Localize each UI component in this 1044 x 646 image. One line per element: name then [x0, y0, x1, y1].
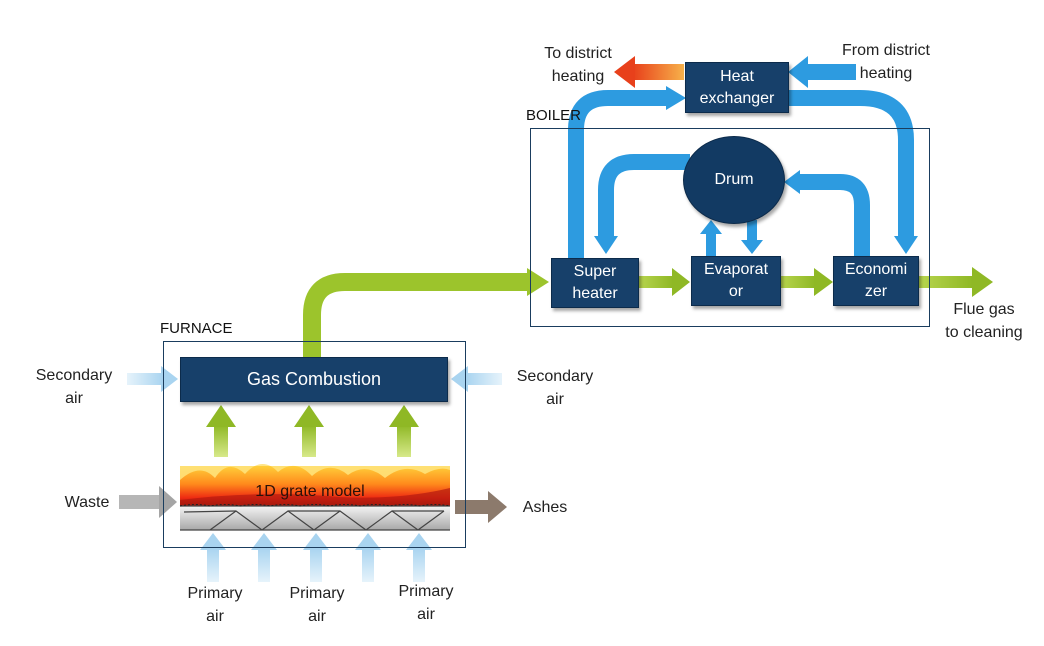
superheater-label: Super heater: [572, 263, 618, 302]
furnace-title: FURNACE: [160, 320, 233, 337]
evaporator-label: Evaporat or: [703, 261, 769, 300]
district-heating-arrows: [614, 56, 856, 88]
ashes-label: Ashes: [522, 499, 568, 516]
primary-air-label-1: Primary air: [187, 585, 243, 625]
economizer-box: Economi zer: [833, 256, 919, 306]
primary-air-label-3: Primary air: [398, 583, 454, 623]
heat-exchanger-box: Heat exchanger: [685, 62, 789, 113]
flue-gas-pipe: [303, 267, 993, 357]
secondary-air-right-label: Secondary air: [516, 368, 594, 408]
combustion-gas-arrows: [206, 405, 419, 457]
gas-combustion-label: Gas Combustion: [246, 369, 382, 389]
ashes-arrow: [455, 491, 507, 523]
water-circuit: [568, 90, 914, 258]
drum-node: Drum: [683, 136, 785, 224]
grate-model-graphic: [179, 463, 451, 531]
economizer-label: Economi zer: [844, 261, 908, 300]
boiler-frame: [530, 128, 930, 327]
boiler-title: BOILER: [526, 107, 582, 124]
primary-air-label-2: Primary air: [289, 585, 345, 625]
gas-combustion-box: Gas Combustion: [180, 357, 448, 402]
secondary-air-arrows: [127, 366, 502, 392]
drum-label: Drum: [714, 171, 754, 188]
furnace-frame: [163, 341, 466, 548]
superheater-box: Super heater: [551, 258, 639, 308]
from-district-heating-label: From district heating: [842, 42, 930, 82]
primary-air-arrows: [200, 533, 432, 582]
flue-gas-label: Flue gas to cleaning: [945, 301, 1023, 341]
water-arrowheads: [594, 86, 918, 256]
evaporator-box: Evaporat or: [691, 256, 781, 306]
waste-label: Waste: [64, 494, 110, 511]
to-district-heating-label: To district heating: [544, 45, 612, 85]
secondary-air-left-label: Secondary air: [35, 367, 113, 407]
heat-exchanger-label: Heat exchanger: [699, 67, 775, 107]
grate-model-label: 1D grate model: [255, 483, 365, 500]
